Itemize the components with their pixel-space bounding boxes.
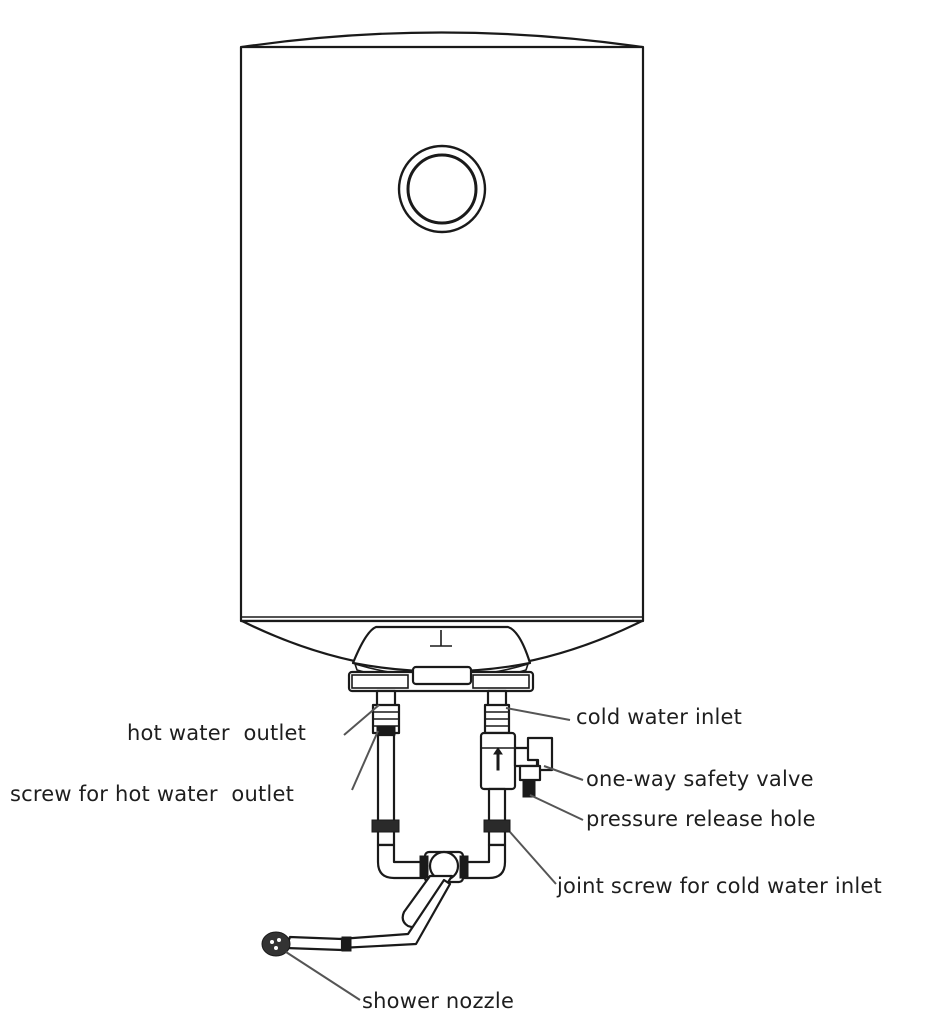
leader-pressure-release-hole xyxy=(529,794,584,821)
leader-screw-hot-water-outlet xyxy=(351,730,379,791)
label-shower-nozzle: shower nozzle xyxy=(362,989,515,1013)
hot-pipe-elbow xyxy=(376,843,430,880)
leader-hot-water-outlet xyxy=(343,704,380,736)
shower-pipe-ring xyxy=(341,936,352,952)
tank-body xyxy=(239,45,645,623)
pressure-release-nozzle xyxy=(522,779,536,798)
bracket-center xyxy=(411,665,473,686)
shower-handle xyxy=(284,935,344,952)
shower-nozzle-head xyxy=(261,931,291,957)
leader-cold-water-inlet xyxy=(505,707,571,721)
leader-shower-nozzle xyxy=(285,951,361,1001)
leader-joint-screw xyxy=(509,831,557,885)
bracket-left-tab xyxy=(351,674,409,689)
bracket-right-tab xyxy=(472,674,530,689)
label-hot-water-outlet: hot water outlet xyxy=(127,721,307,745)
label-screw-hot-water-outlet: screw for hot water outlet xyxy=(10,782,295,806)
leader-one-way-safety-valve xyxy=(543,765,584,781)
hot-outlet-thread xyxy=(371,703,401,736)
thermostat-dial xyxy=(397,144,487,234)
safety-valve xyxy=(479,731,554,798)
label-cold-water-inlet: cold water inlet xyxy=(576,705,743,729)
cold-pipe-vertical xyxy=(487,787,507,847)
cold-pipe-band xyxy=(483,819,511,833)
cold-pipe-elbow xyxy=(458,843,507,880)
mixing-valve xyxy=(419,850,469,884)
cold-inlet-thread xyxy=(483,703,511,735)
hot-pipe-band xyxy=(371,819,400,833)
label-one-way-safety-valve: one-way safety valve xyxy=(586,767,814,791)
label-joint-screw-cold-water-inlet: joint screw for cold water inlet xyxy=(557,874,882,898)
label-pressure-release-hole: pressure release hole xyxy=(586,807,816,831)
